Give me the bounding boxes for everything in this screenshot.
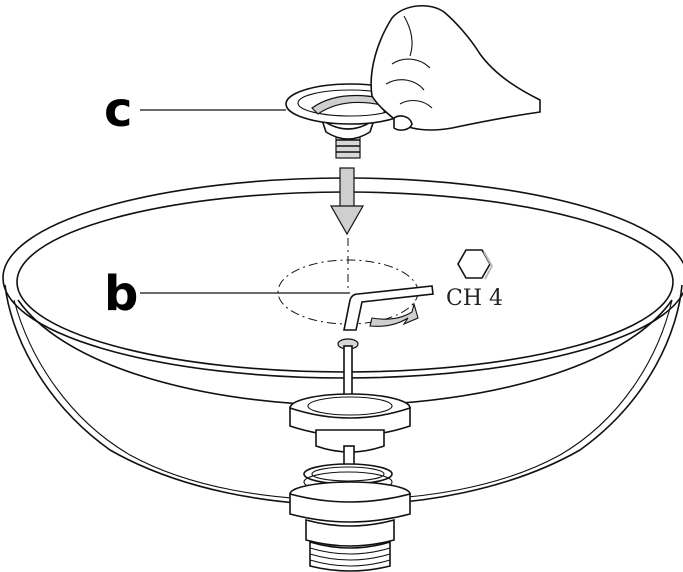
drain-flange <box>289 393 411 477</box>
callout-c-label: c <box>104 82 132 138</box>
insert-arrow <box>329 167 365 236</box>
drain-threaded-body <box>289 481 411 572</box>
callout-b-label: b <box>104 266 138 322</box>
allen-key <box>343 285 434 331</box>
hex-size-label: CH 4 <box>446 286 503 311</box>
hand-illustration <box>370 5 541 131</box>
drain-gasket <box>303 463 393 493</box>
hex-key-icon <box>457 249 494 280</box>
